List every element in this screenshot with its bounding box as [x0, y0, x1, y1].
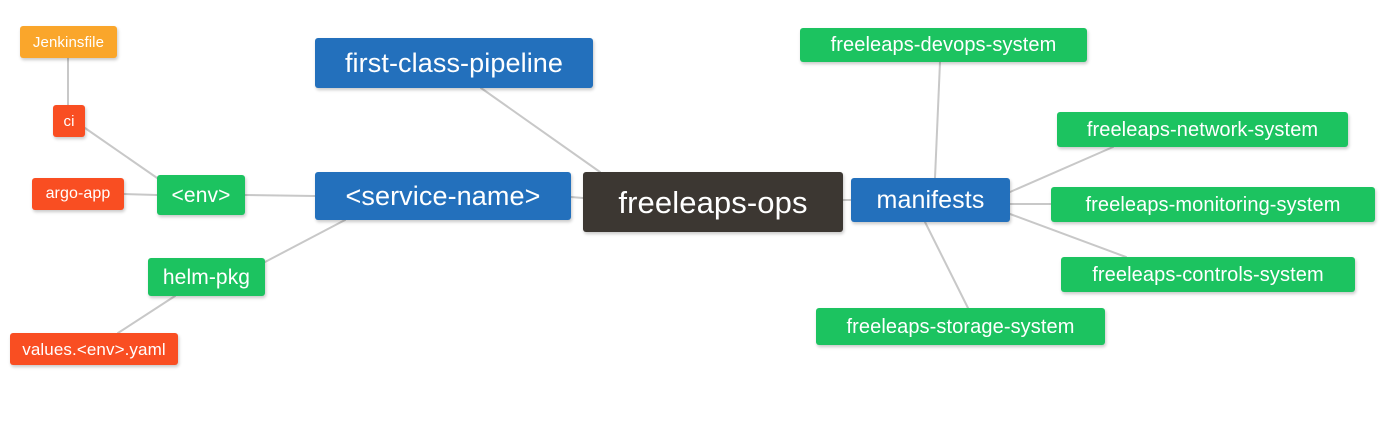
node-label: freeleaps-devops-system [830, 34, 1057, 56]
node-values-yaml[interactable]: values.<env>.yaml [10, 333, 178, 365]
node-freeleaps-controls-system[interactable]: freeleaps-controls-system [1061, 257, 1355, 292]
node-label: manifests [876, 185, 985, 214]
edge-root-service-name [570, 196, 584, 199]
node-env[interactable]: <env> [157, 175, 245, 215]
node-label: freeleaps-ops [618, 184, 808, 220]
edge-env-ci [84, 127, 161, 181]
edge-manifests-storage-system [924, 221, 969, 309]
node-helm-pkg[interactable]: helm-pkg [148, 258, 265, 296]
node-label: values.<env>.yaml [22, 339, 166, 359]
edge-service-name-env [244, 194, 316, 197]
node-label: argo-app [45, 185, 111, 202]
node-label: Jenkinsfile [32, 33, 105, 51]
node-freeleaps-storage-system[interactable]: freeleaps-storage-system [816, 308, 1105, 345]
node-manifests[interactable]: manifests [851, 178, 1010, 222]
node-label: freeleaps-network-system [1086, 118, 1319, 141]
node-argo-app[interactable]: argo-app [32, 178, 124, 210]
edge-env-argo-app [123, 193, 158, 196]
node-label: freeleaps-storage-system [846, 315, 1075, 338]
edge-helm-pkg-values-yaml [117, 295, 176, 334]
node-label: <env> [171, 183, 231, 207]
node-label: helm-pkg [162, 265, 251, 289]
node-freeleaps-monitoring-system[interactable]: freeleaps-monitoring-system [1051, 187, 1375, 222]
edge-root-first-class-pipeline [480, 87, 601, 173]
edge-service-name-helm-pkg [264, 219, 346, 263]
node-freeleaps-ops[interactable]: freeleaps-ops [583, 172, 843, 232]
edge-manifests-devops-system [934, 61, 941, 179]
node-label: first-class-pipeline [344, 47, 564, 78]
node-label: ci [63, 112, 75, 130]
node-freeleaps-devops-system[interactable]: freeleaps-devops-system [800, 28, 1087, 62]
node-jenkinsfile[interactable]: Jenkinsfile [20, 26, 117, 58]
node-ci[interactable]: ci [53, 105, 85, 137]
edge-manifests-network-system [1009, 146, 1114, 193]
node-service-name[interactable]: <service-name> [315, 172, 571, 220]
node-label: <service-name> [345, 180, 541, 211]
node-label: freeleaps-controls-system [1092, 263, 1324, 286]
node-label: freeleaps-monitoring-system [1085, 193, 1341, 216]
node-freeleaps-network-system[interactable]: freeleaps-network-system [1057, 112, 1348, 147]
node-first-class-pipeline[interactable]: first-class-pipeline [315, 38, 593, 88]
